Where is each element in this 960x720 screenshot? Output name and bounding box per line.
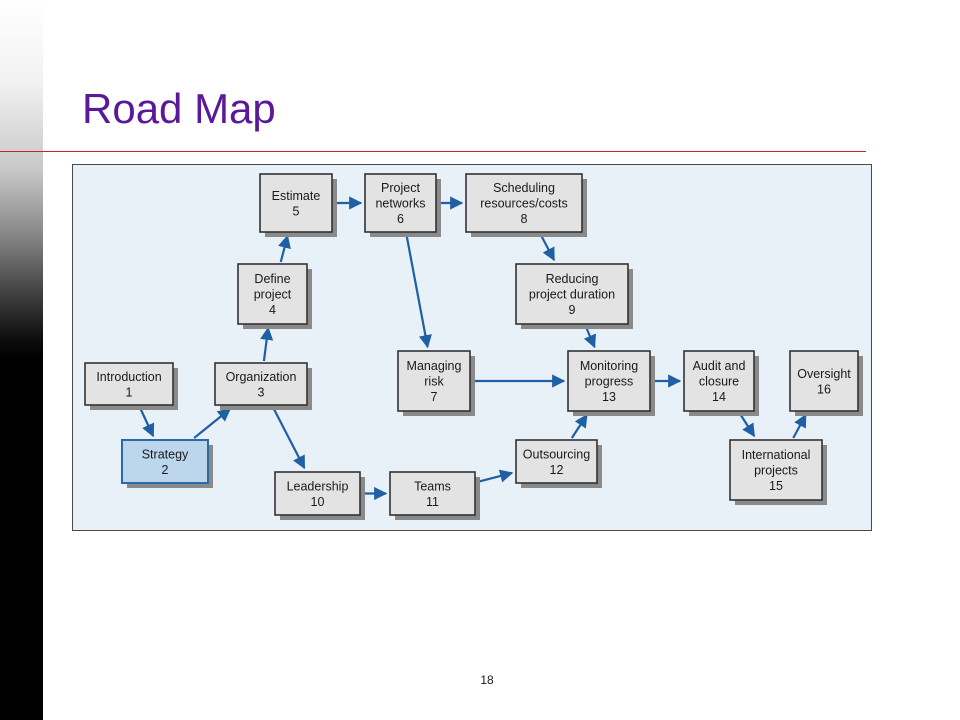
node-label-line: 8 — [521, 212, 528, 226]
arrow-audit-closure-to-international — [738, 412, 756, 438]
node-label-line: 10 — [311, 495, 325, 509]
node-label-line: progress — [585, 375, 634, 389]
node-label-line: 13 — [602, 390, 616, 404]
arrow-reducing-duration-to-monitoring — [583, 325, 596, 349]
node-label-line: 16 — [817, 382, 831, 396]
node-label-line: 2 — [162, 463, 169, 477]
arrow-project-networks-to-managing-risk — [405, 233, 432, 349]
node-label-line: Managing — [407, 359, 462, 373]
node-label-line: Organization — [226, 370, 297, 384]
node-box — [729, 439, 823, 501]
node-box — [515, 439, 598, 484]
node-box — [683, 350, 755, 412]
node-label-line: 5 — [293, 204, 300, 218]
node-label-line: International — [742, 448, 811, 462]
node-box — [397, 350, 471, 412]
arrow-international-to-oversight — [792, 413, 807, 439]
arrow-strategy-to-organization — [193, 408, 232, 439]
node-label-line: Teams — [414, 479, 451, 493]
node-label-line: 14 — [712, 390, 726, 404]
node-label-line: Audit and — [693, 359, 746, 373]
node-label-line: Reducing — [546, 272, 599, 286]
node-box — [274, 471, 361, 516]
node-label-line: 1 — [126, 385, 133, 399]
node-label-line: 4 — [269, 303, 276, 317]
node-box — [389, 471, 476, 516]
node-box — [237, 263, 308, 325]
node-label-line: 11 — [426, 495, 439, 509]
node-box — [789, 350, 859, 412]
node-label-line: Outsourcing — [523, 447, 590, 461]
arrow-organization-to-leadership — [271, 406, 306, 470]
node-box — [515, 263, 629, 325]
node-teams: Teams 11 — [389, 471, 480, 520]
node-label-line: Monitoring — [580, 359, 638, 373]
node-box — [465, 173, 583, 233]
node-label-line: 7 — [431, 390, 438, 404]
slide-title: Road Map — [82, 85, 276, 132]
node-label-line: Leadership — [287, 479, 349, 493]
node-label-line: networks — [375, 197, 425, 211]
node-label-line: Scheduling — [493, 181, 555, 195]
node-strategy: Strategy 2 — [121, 439, 213, 488]
node-box — [121, 439, 209, 484]
node-label-line: Introduction — [96, 370, 161, 384]
node-label-line: Define — [254, 272, 290, 286]
arrow-outsourcing-to-monitoring — [570, 413, 588, 439]
node-label-line: 12 — [550, 463, 564, 477]
node-label-line: projects — [754, 464, 798, 478]
node-label-line: Estimate — [272, 189, 321, 203]
node-label-line: 3 — [258, 385, 265, 399]
node-box — [259, 173, 333, 233]
node-label-line: closure — [699, 375, 739, 389]
node-label-line: Oversight — [797, 367, 851, 381]
arrow-introduction-to-strategy — [138, 406, 155, 438]
node-label-line: Project — [381, 181, 420, 195]
arrow-teams-to-outsourcing — [476, 469, 514, 484]
node-box — [84, 362, 174, 406]
node-leadership: Leadership 10 — [274, 471, 365, 520]
node-box — [214, 362, 308, 406]
node-outsourcing: Outsourcing 12 — [515, 439, 602, 488]
arrow-organization-to-define-project — [260, 326, 274, 362]
node-label-line: Strategy — [142, 447, 189, 461]
node-label-line: 15 — [769, 479, 783, 493]
node-label-line: project — [254, 288, 292, 302]
node-label-line: project duration — [529, 288, 615, 302]
node-box — [364, 173, 437, 233]
node-label-line: 6 — [397, 212, 404, 226]
title-rule — [0, 151, 866, 152]
node-box — [567, 350, 651, 412]
arrow-define-project-to-estimate — [278, 234, 291, 263]
node-label-line: risk — [424, 375, 444, 389]
page-number: 18 — [480, 673, 494, 687]
node-label-line: resources/costs — [480, 197, 568, 211]
left-decorative-bar — [0, 0, 43, 720]
node-label-line: 9 — [569, 303, 576, 317]
arrow-scheduling-to-reducing-duration — [539, 233, 556, 262]
